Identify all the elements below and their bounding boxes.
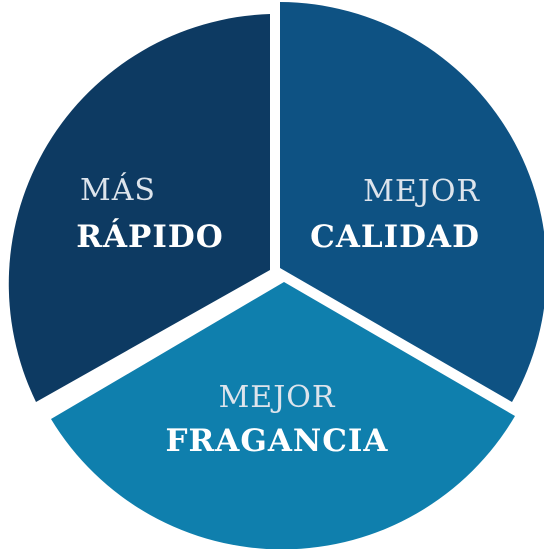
segment-rapido-line2: RÁPIDO xyxy=(76,217,224,255)
segment-calidad-line2: CALIDAD xyxy=(310,219,480,255)
segment-fragancia-wedge xyxy=(51,282,515,549)
segment-fragancia: MEJOR FRAGANCIA xyxy=(51,282,515,549)
segment-rapido-line1: MÁS xyxy=(80,172,156,208)
segment-calidad-line1: MEJOR xyxy=(363,174,480,209)
segment-calidad: MEJOR CALIDAD xyxy=(280,2,544,402)
segment-fragancia-line2: FRAGANCIA xyxy=(166,423,389,459)
segment-calidad-wedge xyxy=(280,2,544,402)
segment-rapido: MÁS RÁPIDO xyxy=(8,14,270,402)
segment-fragancia-line1: MEJOR xyxy=(219,380,336,415)
segment-rapido-wedge xyxy=(8,14,270,402)
